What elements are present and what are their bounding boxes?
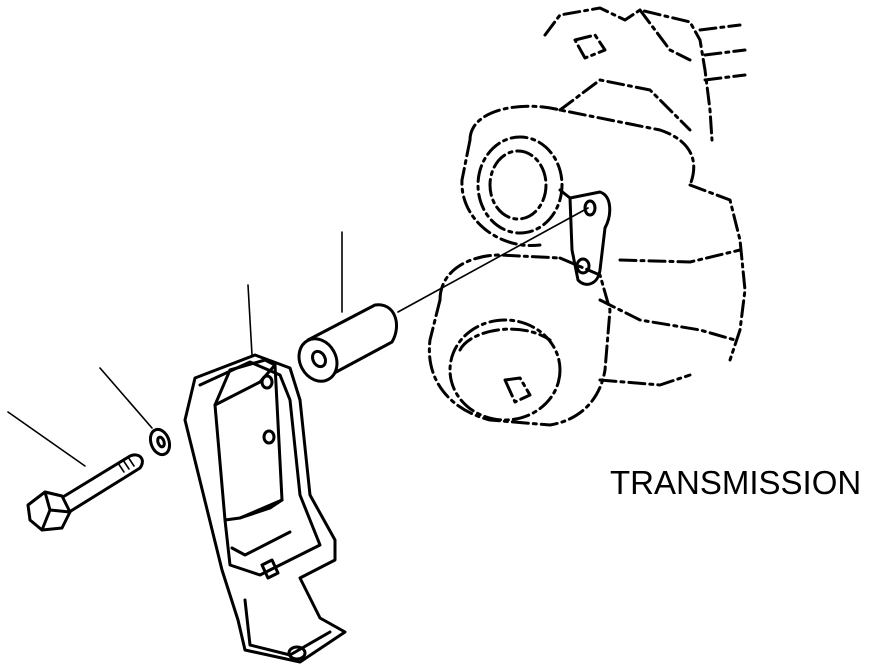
transmission-label: TRANSMISSION — [610, 464, 861, 501]
assembly-axis-line — [397, 207, 589, 313]
washer-leader-line — [99, 367, 153, 429]
lock-washer — [99, 367, 172, 457]
transmission-housing — [427, 6, 747, 427]
bracket-leader-line — [247, 284, 253, 356]
bracket — [183, 284, 347, 664]
bolt — [7, 411, 144, 532]
housing-mounting-lug — [558, 188, 612, 286]
spacer — [297, 231, 398, 383]
bolt-leader-line — [7, 411, 86, 467]
